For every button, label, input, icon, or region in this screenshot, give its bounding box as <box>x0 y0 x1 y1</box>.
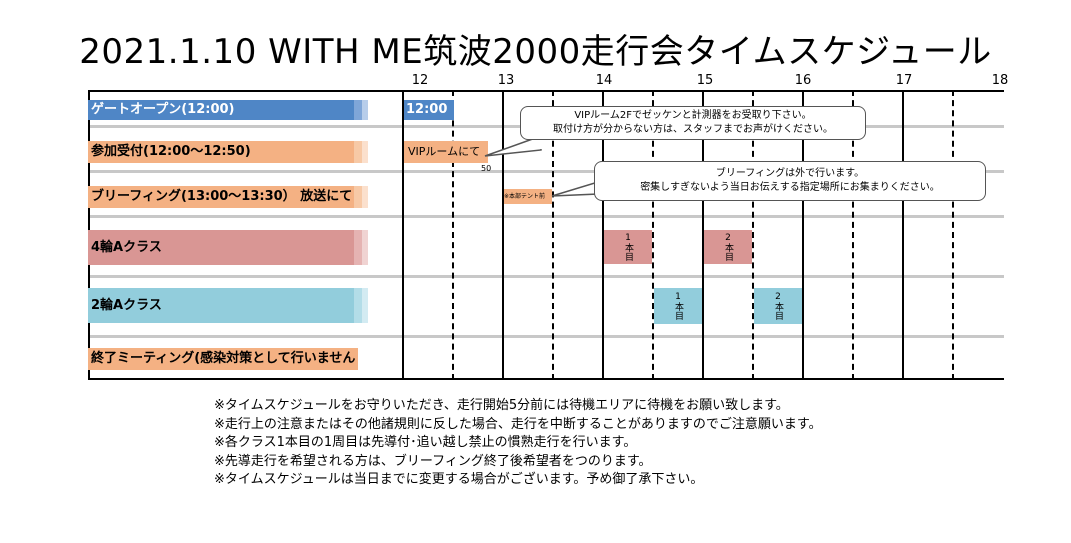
half-hour-line <box>652 90 654 380</box>
briefing-callout-line2: 密集しすぎないよう当日お伝えする指定場所にお集まりください。 <box>640 182 940 193</box>
four-wheel-session-1: 1本目 <box>604 230 652 264</box>
gate-open-bar: 12:00 <box>404 100 454 120</box>
reception-end-label: 50 <box>481 164 492 173</box>
row-label-gate-open: ゲートオープン(12:00) <box>88 100 368 120</box>
hour-line-16 <box>802 90 804 380</box>
page-title: 2021.1.10 WITH ME筑波2000走行会タイムスケジュール <box>79 32 992 72</box>
row-label-text: ゲートオープン(12:00) <box>91 102 235 117</box>
hour-label-13: 13 <box>497 73 515 88</box>
gate-open-time: 12:00 <box>406 102 448 117</box>
row-separator <box>88 335 1004 338</box>
note-line: ※走行上の注意またはその他諸規則に反した場合、走行を中断することがありますのでご… <box>214 416 822 432</box>
row-label-reception: 参加受付(12:00～12:50) <box>88 141 368 163</box>
hour-label-16: 16 <box>794 73 812 88</box>
hour-label-15: 15 <box>696 73 714 88</box>
hour-label-14: 14 <box>595 73 613 88</box>
half-hour-line <box>452 90 454 380</box>
hour-line-17 <box>902 90 904 380</box>
half-hour-line <box>552 90 554 380</box>
half-hour-line <box>852 90 854 380</box>
hour-label-12: 12 <box>411 73 429 88</box>
row-label-two-wheel-a: 2輪Aクラス <box>88 288 368 323</box>
vip-callout-line2: 取付け方が分からない方は、スタッフまでお声がけください。 <box>553 124 833 135</box>
row-separator <box>88 275 1004 278</box>
row-label-text: 終了ミーティング(感染対策として行いません <box>91 351 356 366</box>
reception-bar: VIPルームにて <box>404 141 488 163</box>
grid-top-border <box>88 90 1004 92</box>
row-label-text: ブリーフィング(13:00～13:30） 放送にて <box>91 189 353 204</box>
row-label-text: 参加受付(12:00～12:50) <box>91 144 251 159</box>
row-separator <box>88 215 1004 218</box>
half-hour-line <box>752 90 754 380</box>
row-label-briefing: ブリーフィング(13:00～13:30） 放送にて <box>88 186 368 208</box>
briefing-callout-line1: ブリーフィングは外で行います。 <box>715 168 865 179</box>
schedule-grid: ゲートオープン(12:00) 参加受付(12:00～12:50) ブリーフィング… <box>88 90 1004 380</box>
briefing-callout: ブリーフィングは外で行います。 密集しすぎないよう当日お伝えする指定場所にお集ま… <box>594 161 986 201</box>
row-label-text: 2輪Aクラス <box>91 298 162 313</box>
vip-callout-line1: VIPルーム2Fでゼッケンと計測器をお受取り下さい。 <box>574 110 812 121</box>
note-line: ※各クラス1本目の1周目は先導付･追い越し禁止の慣熟走行を行います。 <box>214 435 637 450</box>
note-line: ※タイムスケジュールをお守りいただき、走行開始5分前には待機エリアに待機をお願い… <box>214 398 789 413</box>
half-hour-line <box>952 90 954 380</box>
notes-section: ※タイムスケジュールをお守りいただき、走行開始5分前には待機エリアに待機をお願い… <box>214 397 822 490</box>
two-wheel-session-1: 1本目 <box>654 288 702 324</box>
four-wheel-session-2: 2本目 <box>704 230 752 264</box>
row-label-text: 4輪Aクラス <box>91 240 162 255</box>
row-label-four-wheel-a: 4輪Aクラス <box>88 230 368 265</box>
grid-bottom-border <box>88 378 1004 380</box>
two-wheel-session-2: 2本目 <box>754 288 802 324</box>
hour-label-17: 17 <box>895 73 913 88</box>
briefing-location: ※本部テント前 <box>504 193 546 200</box>
briefing-bar: ※本部テント前 <box>504 189 552 204</box>
vip-callout: VIPルーム2Fでゼッケンと計測器をお受取り下さい。 取付け方が分からない方は、… <box>520 106 866 140</box>
note-line: ※タイムスケジュールは当日までに変更する場合がございます。予め御了承下さい。 <box>214 472 704 487</box>
hour-line-12 <box>402 90 404 380</box>
reception-location: VIPルームにて <box>408 145 481 158</box>
row-label-closing-meeting: 終了ミーティング(感染対策として行いません <box>88 348 358 370</box>
briefing-callout-pointer <box>551 180 600 197</box>
hour-line-14 <box>602 90 604 380</box>
hour-line-13 <box>502 90 504 380</box>
hour-label-18: 18 <box>991 73 1009 88</box>
note-line: ※先導走行を希望される方は、ブリーフィング終了後希望者をつのります。 <box>214 453 652 469</box>
hour-line-15 <box>702 90 704 380</box>
row-separator <box>88 170 1004 173</box>
